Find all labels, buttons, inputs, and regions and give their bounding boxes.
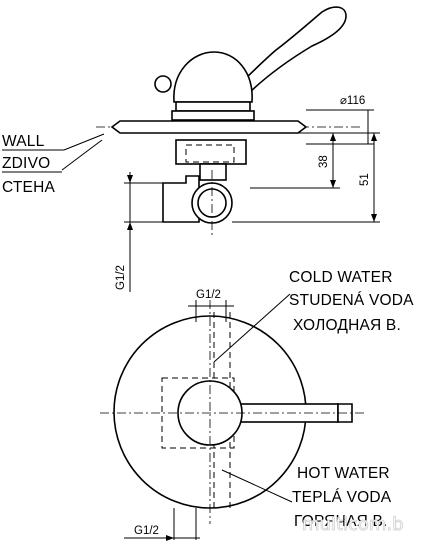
cold-water-label: COLD WATER STUDENÁ VODA ХОЛОДНАЯ В. <box>289 269 414 334</box>
hot-label-en: HOT WATER <box>297 465 390 482</box>
dim-51-arrow-top <box>371 133 377 141</box>
wall-leader-2 <box>63 133 105 151</box>
wall-leader-3 <box>61 139 103 171</box>
wall-label: WALL ZDIVO СТЕНА <box>2 133 55 196</box>
dim-38-label: 38 <box>318 155 330 168</box>
cartridge-outline <box>185 144 235 163</box>
hot-label-cz: TEPLÁ VODA <box>292 489 392 506</box>
wall-label-cz: ZDIVO <box>2 155 50 172</box>
dim-g12-side-label: G1/2 <box>115 265 127 290</box>
cold-label-ru: ХОЛОДНАЯ В. <box>293 317 401 334</box>
handle-dome <box>173 51 253 103</box>
dim-diameter-label: ⌀116 <box>340 95 365 107</box>
front-view: G1/2 G1/2 <box>100 289 366 541</box>
wall-label-en: WALL <box>2 133 45 150</box>
dim-g12-top-label: G1/2 <box>196 289 221 301</box>
lower-collar <box>171 110 255 121</box>
side-view: ⌀116 38 51 G1/2 <box>2 6 380 292</box>
cold-leader <box>213 293 291 363</box>
hot-leader <box>221 469 293 503</box>
handle-knob <box>154 75 172 93</box>
upper-collar <box>175 101 251 112</box>
dim-g12-bottom-arrow <box>166 535 174 541</box>
escutcheon-flange <box>110 120 308 134</box>
dim-51-arrow-bottom <box>371 214 377 222</box>
hidden-body <box>161 377 235 449</box>
dim-g12-side-arrow-top <box>127 175 133 183</box>
hot-water-label: HOT WATER TEPLÁ VODA ГОРЯЧАЯ В. <box>292 465 392 530</box>
dim-g12-bottom-label: G1/2 <box>134 525 159 537</box>
cold-label-cz: STUDENÁ VODA <box>289 292 414 309</box>
wall-label-ru: СТЕНА <box>2 179 55 196</box>
watermark: multicom.b <box>302 514 404 535</box>
dim-g12-side-arrow-bottom <box>127 222 133 230</box>
dim-51-label: 51 <box>359 173 371 186</box>
lever-handle <box>230 6 347 97</box>
pipe-stub <box>199 163 227 181</box>
dim-38-arrow-top <box>330 133 336 141</box>
dim-38-arrow-bottom <box>330 180 336 188</box>
cold-label-en: COLD WATER <box>289 269 393 286</box>
hot-label-ru: ГОРЯЧАЯ В. <box>294 513 388 530</box>
